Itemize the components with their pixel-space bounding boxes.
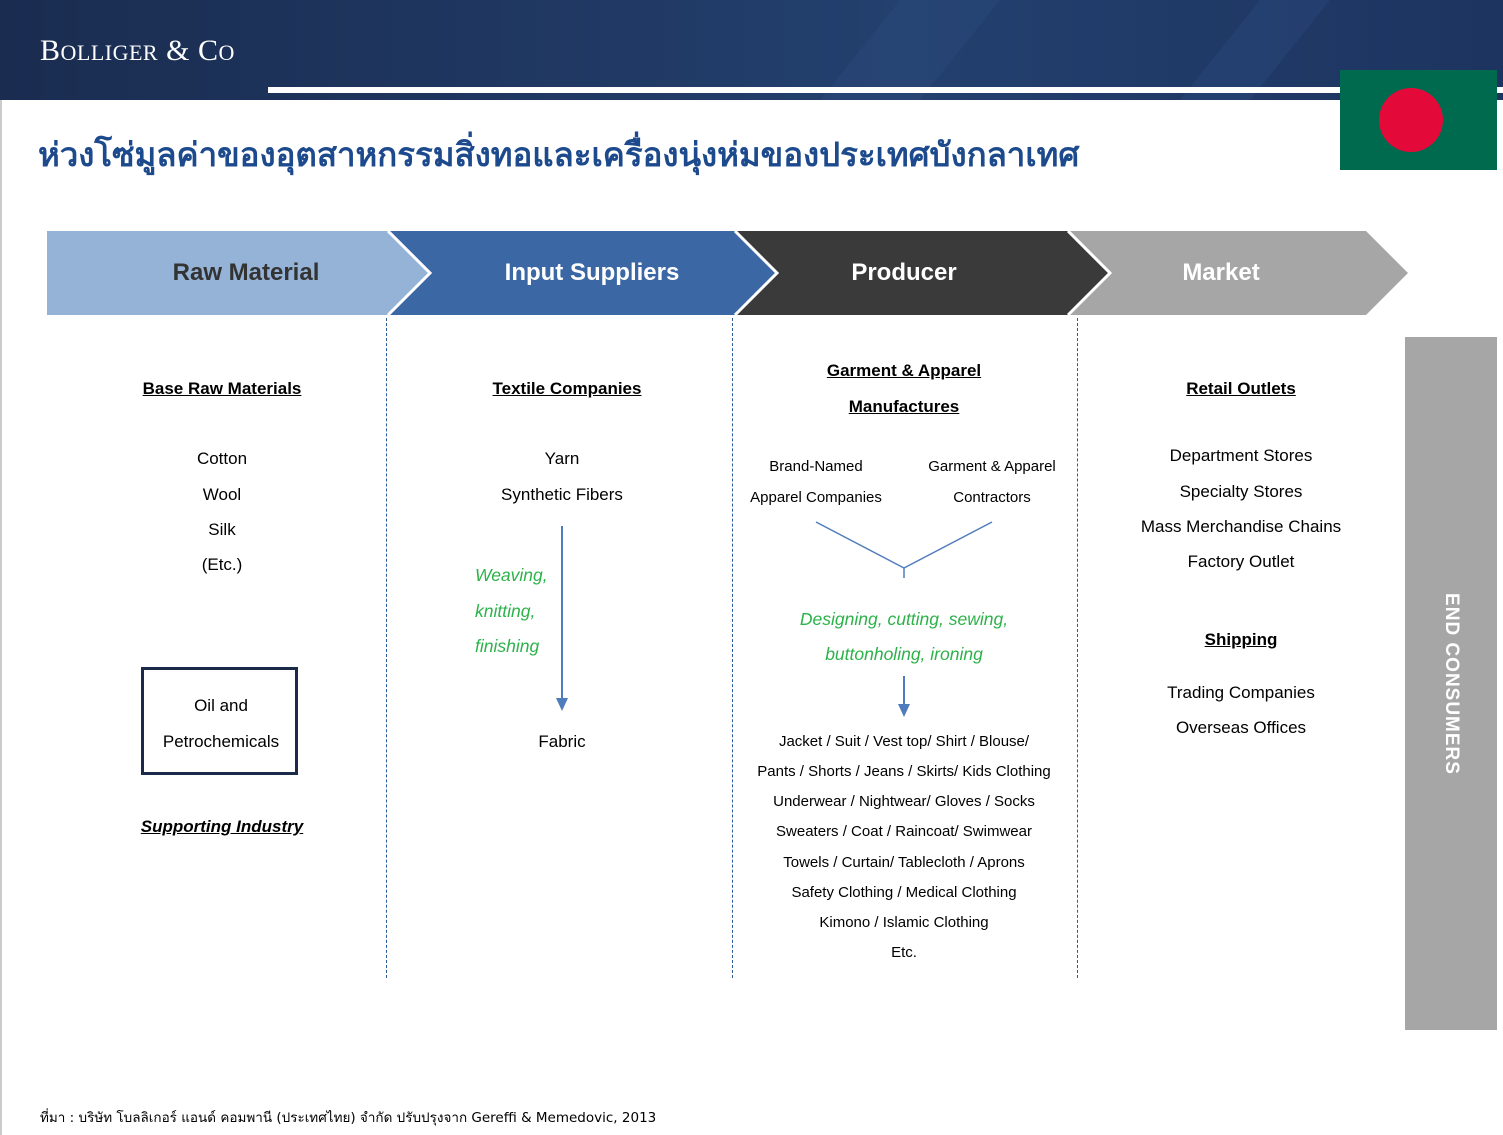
- stage-input-suppliers-shape: [388, 231, 777, 315]
- end-consumers-bar: [1405, 337, 1497, 1030]
- down-arrow-icon: [898, 676, 910, 717]
- contractors-line1: Garment & Apparel: [928, 458, 1056, 475]
- brand-named-line1: Brand-Named: [769, 458, 863, 475]
- company-logo: BOLLIGER & CO: [40, 34, 235, 67]
- product-list-item: Sweaters / Coat / Raincoat/ Swimwear: [776, 823, 1032, 840]
- retail-item: Specialty Stores: [1179, 482, 1303, 501]
- producer-process-line1: Designing, cutting, sewing,: [799, 609, 1009, 629]
- product-list-item: Safety Clothing / Medical Clothing: [791, 884, 1017, 901]
- stage-raw-material-shape: [47, 231, 430, 315]
- textile-companies-heading: Textile Companies: [492, 379, 642, 398]
- left-border: [0, 0, 2, 1135]
- retail-item: Factory Outlet: [1187, 552, 1295, 571]
- retail-outlets-heading: Retail Outlets: [1186, 379, 1296, 398]
- raw-item: Cotton: [196, 449, 248, 468]
- garment-heading-line1: Garment & Apparel: [826, 361, 982, 380]
- raw-item: Silk: [208, 520, 236, 539]
- page-title: ห่วงโซ่มูลค่าของอุตสาหกรรมสิ่งทอและเครื่…: [38, 135, 1080, 174]
- product-list-item: Etc.: [891, 944, 917, 961]
- stage-market-shape: [1068, 231, 1408, 315]
- oil-petrochemicals-box: [141, 667, 298, 775]
- oil-box-line1: Oil and: [194, 696, 248, 715]
- product-list-item: Jacket / Suit / Vest top/ Shirt / Blouse…: [778, 733, 1030, 750]
- stage-producer-shape: [735, 231, 1110, 315]
- input-item: Yarn: [544, 449, 580, 468]
- product-list-item: Kimono / Islamic Clothing: [819, 914, 989, 931]
- column-divider: [732, 318, 733, 978]
- stage-label-market: Market: [1182, 259, 1260, 286]
- column-divider: [1077, 318, 1078, 978]
- supporting-industry-label: Supporting Industry: [140, 817, 304, 836]
- stage-label-producer: Producer: [851, 259, 957, 286]
- raw-materials-heading: Base Raw Materials: [142, 379, 302, 398]
- header-banner: [0, 0, 1503, 100]
- raw-item: Wool: [202, 485, 242, 504]
- process-text: finishing: [475, 636, 540, 656]
- oil-box-line2: Petrochemicals: [162, 732, 280, 751]
- shipping-heading: Shipping: [1204, 630, 1278, 649]
- shipping-item: Overseas Offices: [1175, 718, 1307, 737]
- process-text: knitting,: [475, 601, 536, 621]
- input-item: Synthetic Fibers: [501, 485, 623, 504]
- contractors-line2: Contractors: [953, 489, 1031, 506]
- down-arrow-icon: [556, 526, 568, 711]
- brand-named-line2: Apparel Companies: [750, 489, 882, 506]
- shipping-item: Trading Companies: [1167, 683, 1315, 702]
- producer-process-line2: buttonholing, ironing: [825, 644, 983, 664]
- product-list-item: Pants / Shorts / Jeans / Skirts/ Kids Cl…: [757, 763, 1051, 780]
- fabric-output: Fabric: [538, 732, 586, 751]
- process-text: Weaving,: [475, 565, 548, 585]
- source-note: ที่มา : บริษัท โบลลิเกอร์ แอนด์ คอมพานี …: [40, 1110, 657, 1126]
- retail-item: Department Stores: [1169, 446, 1313, 465]
- column-divider: [386, 318, 387, 978]
- raw-item: (Etc.): [201, 555, 243, 574]
- garment-heading-line2: Manufactures: [848, 397, 960, 416]
- retail-item: Mass Merchandise Chains: [1140, 517, 1342, 536]
- end-consumers-label: END CONSUMERS: [1441, 592, 1462, 775]
- stage-label-input-suppliers: Input Suppliers: [504, 259, 680, 286]
- merge-connector-icon: [815, 521, 993, 578]
- stage-label-raw-material: Raw Material: [172, 259, 320, 286]
- bangladesh-flag-icon: [1340, 70, 1497, 170]
- value-chain-stages: [47, 231, 1408, 315]
- product-list-item: Underwear / Nightwear/ Gloves / Socks: [773, 793, 1035, 810]
- product-list-item: Towels / Curtain/ Tablecloth / Aprons: [783, 854, 1025, 871]
